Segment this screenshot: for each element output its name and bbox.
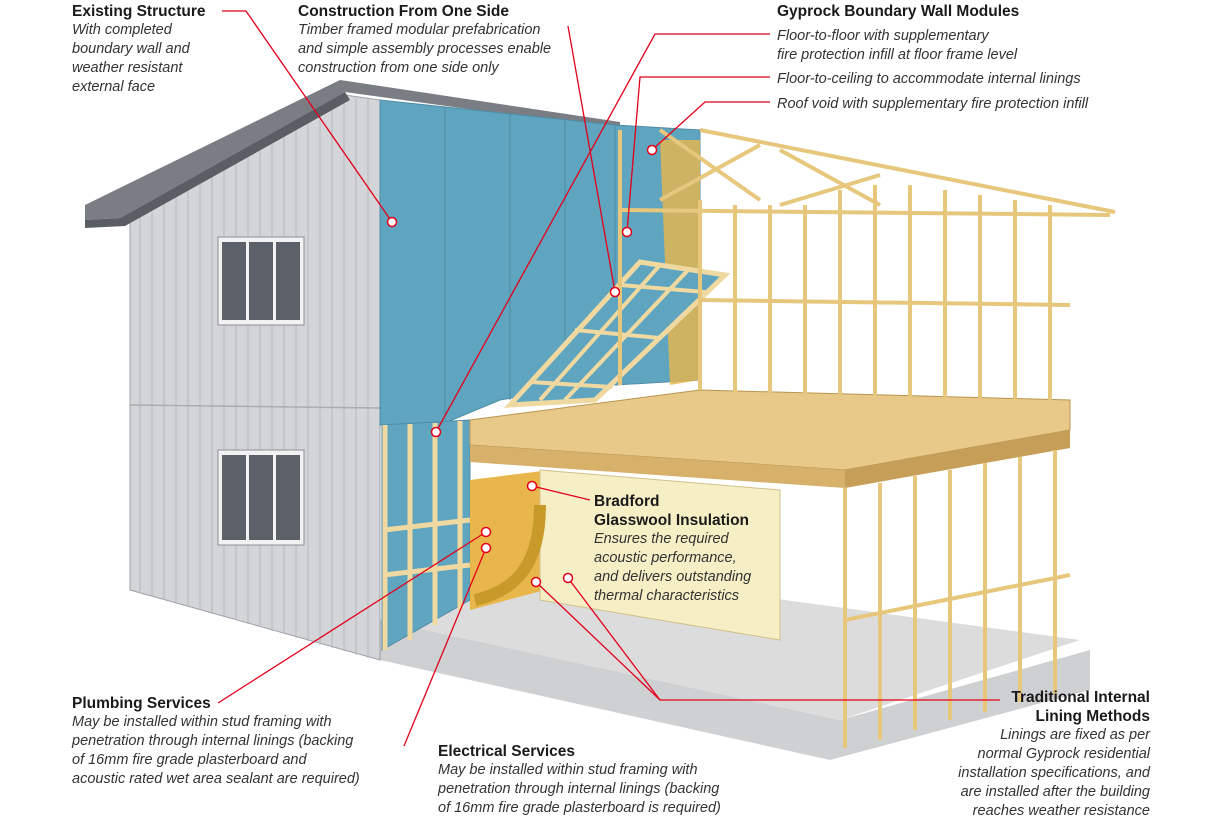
label-line: external face xyxy=(72,79,156,95)
window-lower xyxy=(217,449,305,546)
label-line: and simple assembly processes enable xyxy=(298,41,552,57)
existing-roof xyxy=(85,80,620,220)
label-existing-structure: Existing Structure With completed bounda… xyxy=(72,2,206,97)
label-line: With completed xyxy=(72,22,172,38)
label-line: May be installed within stud framing wit… xyxy=(72,714,332,730)
window-upper xyxy=(217,236,305,326)
label-line: Ensures the required xyxy=(594,531,729,547)
label-line: normal Gyprock residential xyxy=(977,746,1150,762)
label-title: Electrical Services xyxy=(438,743,576,760)
label-line: Timber framed modular prefabrication xyxy=(298,22,541,38)
timber-frame xyxy=(618,128,1116,748)
label-line: and delivers outstanding xyxy=(594,569,752,585)
label-title: Construction From One Side xyxy=(298,3,509,20)
label-line: fire protection infill at floor frame le… xyxy=(777,47,1018,63)
label-line: are installed after the building xyxy=(960,784,1150,800)
label-line: of 16mm fire grade plasterboard and xyxy=(72,752,307,768)
label-bradford: Bradford Glasswool Insulation Ensures th… xyxy=(594,492,751,606)
label-title: Glasswool Insulation xyxy=(594,512,750,529)
label-gyprock-modules: Gyprock Boundary Wall Modules Floor-to-f… xyxy=(777,2,1088,114)
label-line: penetration through internal linings (ba… xyxy=(72,733,354,749)
label-title: Traditional Internal xyxy=(1011,689,1150,706)
leader-lines xyxy=(217,10,1000,747)
label-title: Gyprock Boundary Wall Modules xyxy=(777,3,1020,20)
leader-dots xyxy=(386,144,658,588)
label-line: Floor-to-floor with supplementary xyxy=(777,28,989,44)
label-line: of 16mm fire grade plasterboard is requi… xyxy=(438,800,721,816)
label-title: Lining Methods xyxy=(1035,708,1150,725)
label-line: construction from one side only xyxy=(298,60,499,76)
label-title: Existing Structure xyxy=(72,3,206,20)
label-line: installation specifications, and xyxy=(958,765,1150,781)
label-line: thermal characteristics xyxy=(594,588,740,604)
label-line: Roof void with supplementary fire protec… xyxy=(777,96,1089,112)
label-plumbing: Plumbing Services May be installed withi… xyxy=(72,694,360,789)
label-line: penetration through internal linings (ba… xyxy=(438,781,720,797)
label-line: acoustic rated wet area sealant are requ… xyxy=(72,771,360,787)
label-line: May be installed within stud framing wit… xyxy=(438,762,698,778)
label-construction: Construction From One Side Timber framed… xyxy=(298,2,551,78)
label-traditional-lining: Traditional Internal Lining Methods Lini… xyxy=(890,688,1150,818)
label-line: Floor-to-ceiling to accommodate internal… xyxy=(777,71,1081,87)
label-line: weather resistant xyxy=(72,60,183,76)
label-line: acoustic performance, xyxy=(594,550,737,566)
label-line: Linings are fixed as per xyxy=(1000,727,1150,743)
lining-board xyxy=(539,469,781,641)
plumbing-pipe xyxy=(473,504,546,606)
label-line: boundary wall and xyxy=(72,41,190,57)
label-electrical: Electrical Services May be installed wit… xyxy=(438,742,721,818)
label-title: Plumbing Services xyxy=(72,695,211,712)
label-title: Bradford xyxy=(594,493,660,510)
label-line: reaches weather resistance xyxy=(972,803,1150,818)
glasswool-insulation xyxy=(470,470,550,610)
